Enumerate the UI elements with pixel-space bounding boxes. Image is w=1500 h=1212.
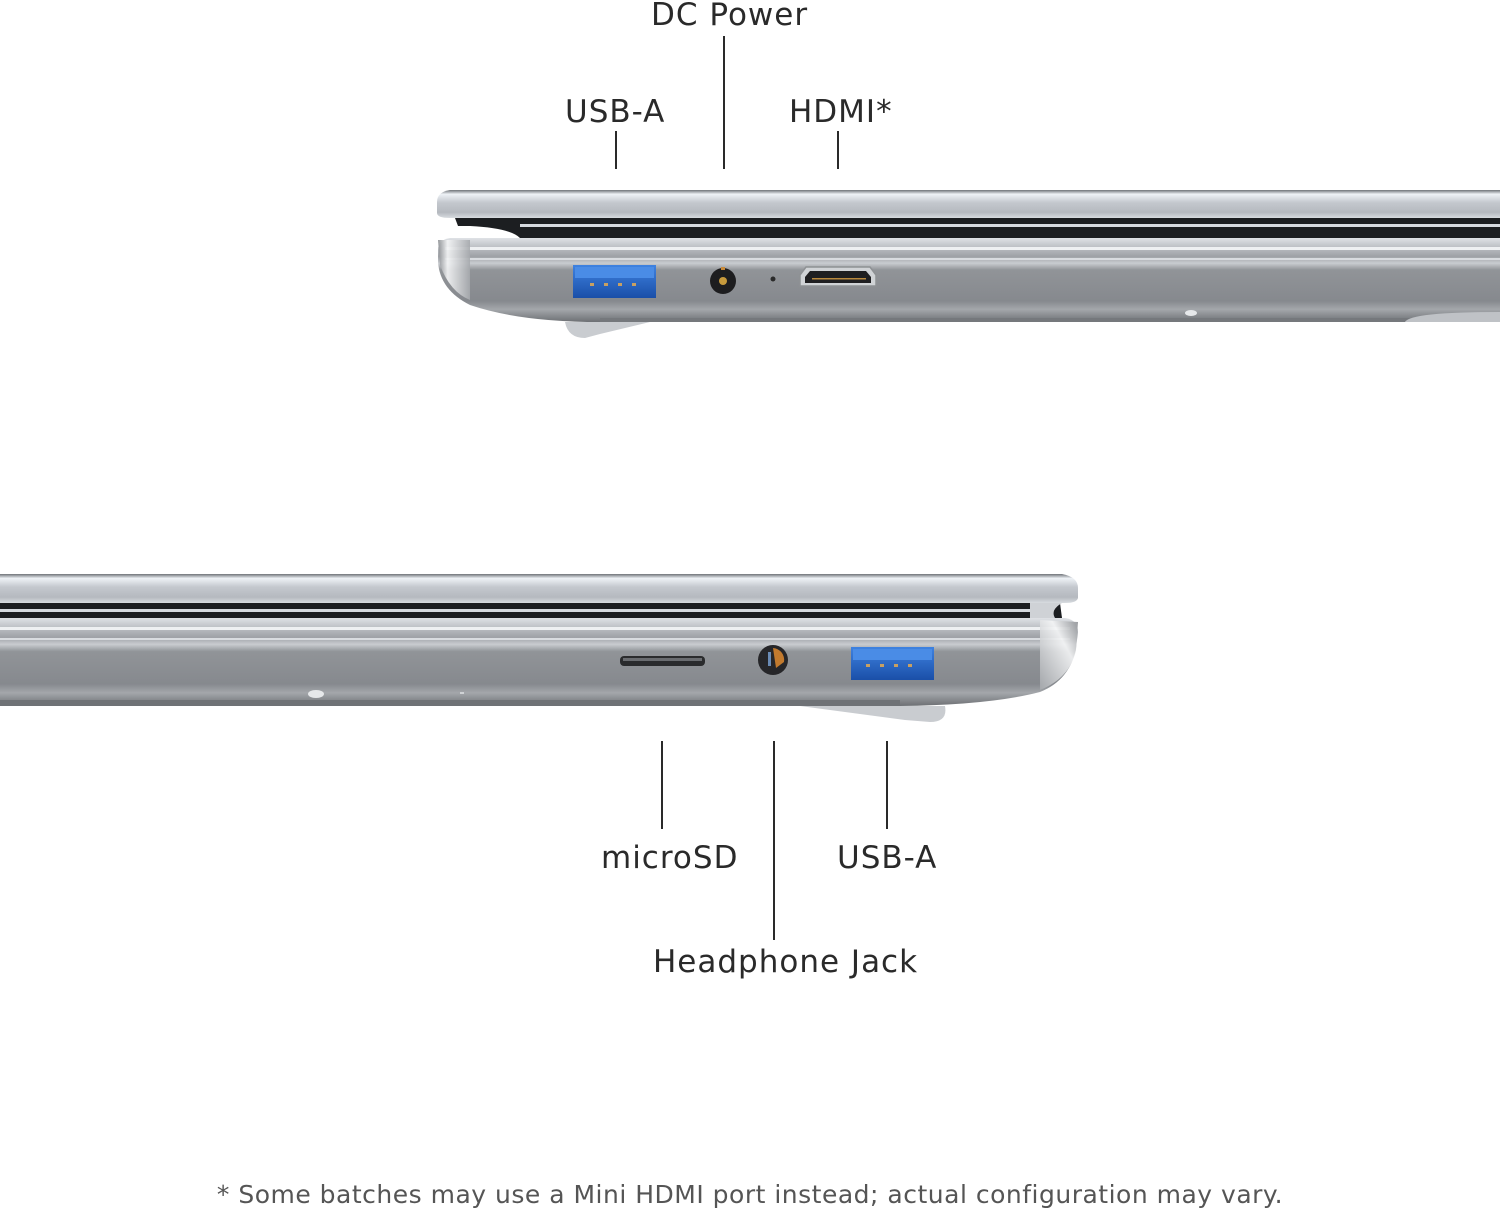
label-usb-a-right: USB-A [837, 840, 938, 876]
top-laptop-left-side [437, 190, 1500, 338]
status-led [770, 276, 776, 282]
headphone-jack [758, 645, 788, 675]
microsd-slot [620, 656, 705, 666]
leader-line-usb-a-left [615, 131, 617, 169]
leader-line-microsd [661, 741, 663, 829]
label-dc-power: DC Power [651, 0, 809, 33]
leader-line-hdmi [837, 131, 839, 169]
footnote: * Some batches may use a Mini HDMI port … [216, 1180, 1284, 1209]
hdmi-port [799, 266, 877, 287]
label-usb-a-left: USB-A [565, 94, 666, 130]
bottom-laptop-right-side [0, 574, 1078, 722]
label-hdmi: HDMI* [789, 94, 893, 130]
usb-a-port-left [573, 265, 656, 298]
usb-a-port-right [851, 647, 934, 680]
leader-line-headphone-jack [773, 741, 775, 940]
dc-power-port [710, 267, 736, 294]
label-headphone-jack: Headphone Jack [653, 944, 919, 980]
label-microsd: microSD [601, 840, 739, 876]
leader-line-usb-a-right [886, 741, 888, 829]
leader-line-dc-power [723, 36, 725, 169]
